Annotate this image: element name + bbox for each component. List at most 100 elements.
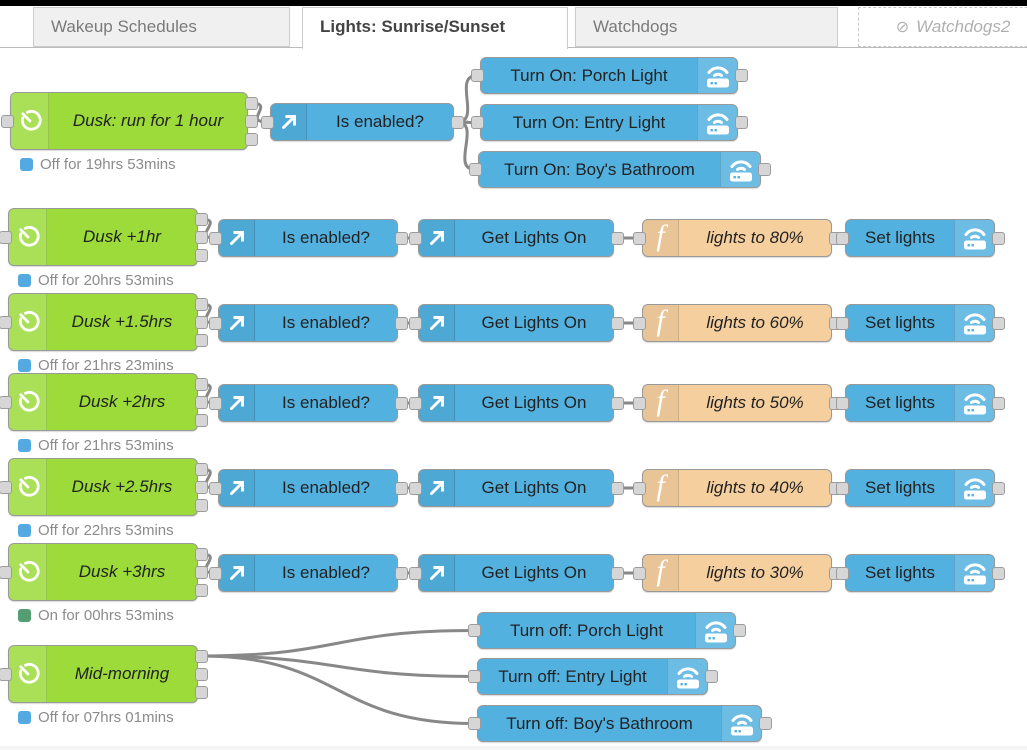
tab-lights-sunrise-sunset[interactable]: Lights: Sunrise/Sunset bbox=[302, 7, 568, 49]
output-port[interactable] bbox=[394, 231, 408, 245]
node-turn-off-boy-s-bathroom[interactable]: Turn off: Boy's Bathroom bbox=[477, 705, 762, 742]
output-port[interactable] bbox=[194, 667, 208, 681]
node-dusk-1-5hrs[interactable]: Dusk +1.5hrs bbox=[8, 293, 198, 351]
input-port[interactable] bbox=[0, 230, 12, 244]
output-port[interactable] bbox=[194, 547, 208, 561]
node-turn-on-porch-light[interactable]: Turn On: Porch Light bbox=[480, 57, 738, 94]
output-port[interactable] bbox=[704, 670, 718, 683]
input-port[interactable] bbox=[0, 114, 14, 128]
output-port[interactable] bbox=[194, 333, 208, 347]
input-port[interactable] bbox=[632, 231, 646, 245]
input-port[interactable] bbox=[208, 481, 222, 495]
output-port[interactable] bbox=[194, 565, 208, 579]
input-port[interactable] bbox=[260, 115, 274, 129]
input-port[interactable] bbox=[0, 395, 12, 409]
node-set-lights[interactable]: Set lights bbox=[845, 384, 995, 422]
input-port[interactable] bbox=[0, 315, 12, 329]
input-port[interactable] bbox=[835, 396, 849, 410]
node-is-enabled[interactable]: Is enabled? bbox=[218, 554, 398, 592]
node-set-lights[interactable]: Set lights bbox=[845, 469, 995, 507]
node-turn-on-boy-s-bathroom[interactable]: Turn On: Boy's Bathroom bbox=[478, 151, 761, 188]
node-dusk-1hr[interactable]: Dusk +1hr bbox=[8, 208, 198, 266]
input-port[interactable] bbox=[835, 316, 849, 330]
node-dusk-3hrs[interactable]: Dusk +3hrs bbox=[8, 543, 198, 601]
output-port[interactable] bbox=[194, 480, 208, 494]
wire[interactable] bbox=[199, 654, 476, 678]
node-dusk-2-5hrs[interactable]: Dusk +2.5hrs bbox=[8, 458, 198, 516]
node-is-enabled[interactable]: Is enabled? bbox=[218, 469, 398, 507]
input-port[interactable] bbox=[0, 667, 12, 681]
output-port[interactable] bbox=[991, 566, 1005, 580]
output-port[interactable] bbox=[610, 396, 624, 410]
node-set-lights[interactable]: Set lights bbox=[845, 554, 995, 592]
output-port[interactable] bbox=[194, 685, 208, 699]
input-port[interactable] bbox=[408, 566, 422, 580]
output-port[interactable] bbox=[194, 498, 208, 512]
node-get-lights-on[interactable]: Get Lights On bbox=[418, 304, 614, 342]
input-port[interactable] bbox=[835, 231, 849, 245]
output-port[interactable] bbox=[610, 231, 624, 245]
output-port[interactable] bbox=[394, 316, 408, 330]
output-port[interactable] bbox=[610, 566, 624, 580]
node-is-enabled[interactable]: Is enabled? bbox=[218, 304, 398, 342]
input-port[interactable] bbox=[835, 481, 849, 495]
output-port[interactable] bbox=[244, 132, 258, 146]
output-port[interactable] bbox=[194, 230, 208, 244]
input-port[interactable] bbox=[470, 69, 484, 82]
input-port[interactable] bbox=[470, 116, 484, 129]
output-port[interactable] bbox=[244, 96, 258, 110]
wire[interactable] bbox=[199, 654, 476, 725]
input-port[interactable] bbox=[408, 481, 422, 495]
node-get-lights-on[interactable]: Get Lights On bbox=[418, 219, 614, 257]
output-port[interactable] bbox=[732, 624, 746, 637]
input-port[interactable] bbox=[0, 480, 12, 494]
output-port[interactable] bbox=[610, 481, 624, 495]
node-turn-on-entry-light[interactable]: Turn On: Entry Light bbox=[480, 104, 738, 141]
input-port[interactable] bbox=[632, 316, 646, 330]
input-port[interactable] bbox=[408, 316, 422, 330]
tab-watchdogs2[interactable]: ⊘Watchdogs2 bbox=[858, 7, 1027, 47]
input-port[interactable] bbox=[632, 396, 646, 410]
node-set-lights[interactable]: Set lights bbox=[845, 219, 995, 257]
input-port[interactable] bbox=[208, 231, 222, 245]
input-port[interactable] bbox=[208, 396, 222, 410]
output-port[interactable] bbox=[610, 316, 624, 330]
output-port[interactable] bbox=[394, 566, 408, 580]
output-port[interactable] bbox=[194, 377, 208, 391]
output-port[interactable] bbox=[991, 316, 1005, 330]
input-port[interactable] bbox=[208, 566, 222, 580]
output-port[interactable] bbox=[450, 115, 464, 129]
output-port[interactable] bbox=[734, 116, 748, 129]
output-port[interactable] bbox=[194, 649, 208, 663]
output-port[interactable] bbox=[244, 114, 258, 128]
input-port[interactable] bbox=[632, 566, 646, 580]
node-set-lights[interactable]: Set lights bbox=[845, 304, 995, 342]
output-port[interactable] bbox=[394, 396, 408, 410]
output-port[interactable] bbox=[194, 395, 208, 409]
input-port[interactable] bbox=[632, 481, 646, 495]
input-port[interactable] bbox=[208, 316, 222, 330]
output-port[interactable] bbox=[194, 315, 208, 329]
tab-watchdogs[interactable]: Watchdogs bbox=[575, 7, 838, 47]
output-port[interactable] bbox=[757, 163, 771, 176]
output-port[interactable] bbox=[194, 212, 208, 226]
input-port[interactable] bbox=[408, 396, 422, 410]
node-dusk-2hrs[interactable]: Dusk +2hrs bbox=[8, 373, 198, 431]
node-get-lights-on[interactable]: Get Lights On bbox=[418, 384, 614, 422]
output-port[interactable] bbox=[194, 248, 208, 262]
wire[interactable] bbox=[199, 629, 476, 658]
tab-wakeup-schedules[interactable]: Wakeup Schedules bbox=[33, 7, 290, 47]
output-port[interactable] bbox=[758, 717, 772, 730]
input-port[interactable] bbox=[408, 231, 422, 245]
input-port[interactable] bbox=[0, 565, 12, 579]
node-mid-morning[interactable]: Mid-morning bbox=[8, 645, 198, 703]
output-port[interactable] bbox=[194, 413, 208, 427]
output-port[interactable] bbox=[194, 297, 208, 311]
output-port[interactable] bbox=[734, 69, 748, 82]
input-port[interactable] bbox=[467, 624, 481, 637]
